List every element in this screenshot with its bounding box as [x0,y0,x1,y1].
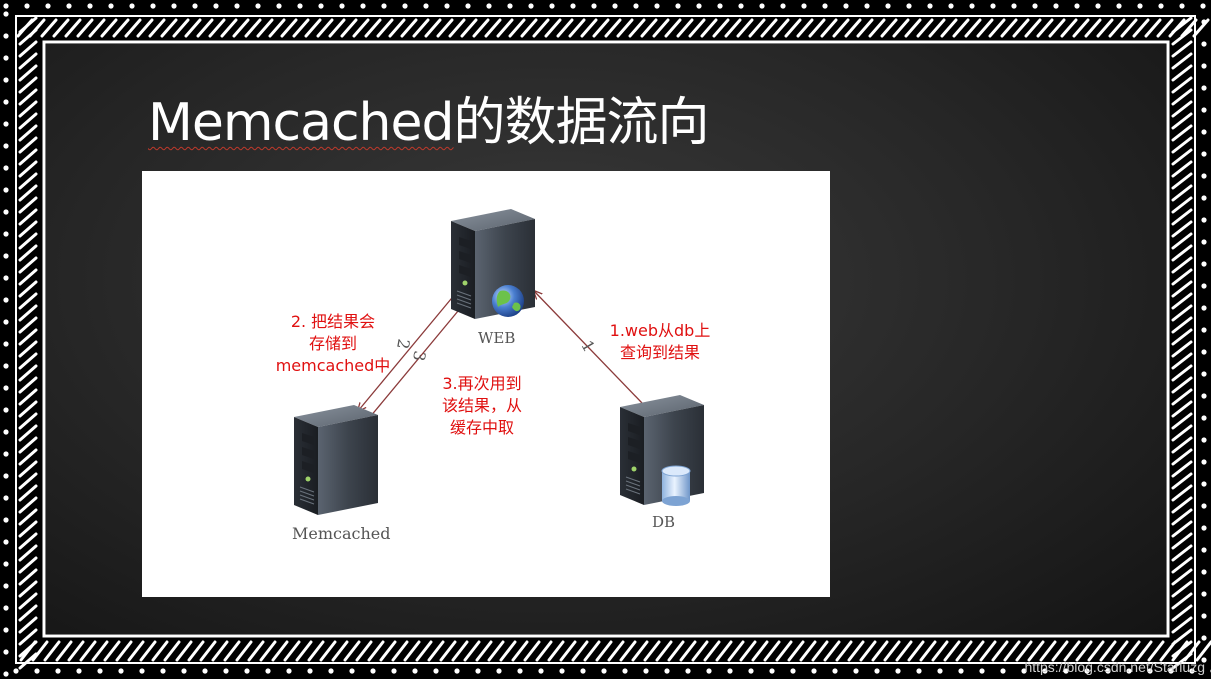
edge-number-2: 2 [393,337,413,350]
node-label-db: DB [652,513,676,531]
watermark: https://blog.csdn.net/Starluzg [1024,659,1205,675]
database-icon [661,465,691,506]
chalk-hatch-band [15,15,1211,670]
node-label-memcached: Memcached [292,524,391,543]
annotation-step1: 1.web从db上 查询到结果 [600,320,720,364]
annotation-step2-line1: 2. 把结果会 [290,312,376,331]
slide-title: Memcached的数据流向 [148,80,710,155]
edge-number-3: 3 [409,349,429,362]
edge-db-to-web [534,291,643,404]
title-main: Memcached [148,93,455,153]
annotation-step3-line1: 3.再次用到 [442,374,522,393]
annotation-step3-line3: 缓存中取 [449,418,514,437]
edge-web-to-memcached [358,292,457,411]
node-label-web: WEB [478,329,516,347]
annotation-step1-line1: 1.web从db上 [609,321,711,340]
annotation-step3-line2: 该结果，从 [441,396,522,415]
title-rest: 的数据流向 [453,93,710,153]
annotation-step2-line3: memcached中 [275,356,391,375]
memcached-server-icon [293,404,379,516]
annotation-step3: 3.再次用到 该结果，从 缓存中取 [422,373,542,439]
annotation-step2: 2. 把结果会 存储到 memcached中 [268,311,398,377]
edge-memcached-to-web [369,299,468,418]
annotation-step2-line2: 存储到 [308,334,357,353]
diagram-panel: 2 3 1 WEB Memcached DB 2. 把结果会 存储到 [142,171,830,597]
globe-icon [492,285,524,317]
chalk-dots [3,3,1211,677]
annotation-step1-line2: 查询到结果 [619,343,700,362]
diagram-canvas: 2 3 1 [293,208,705,516]
